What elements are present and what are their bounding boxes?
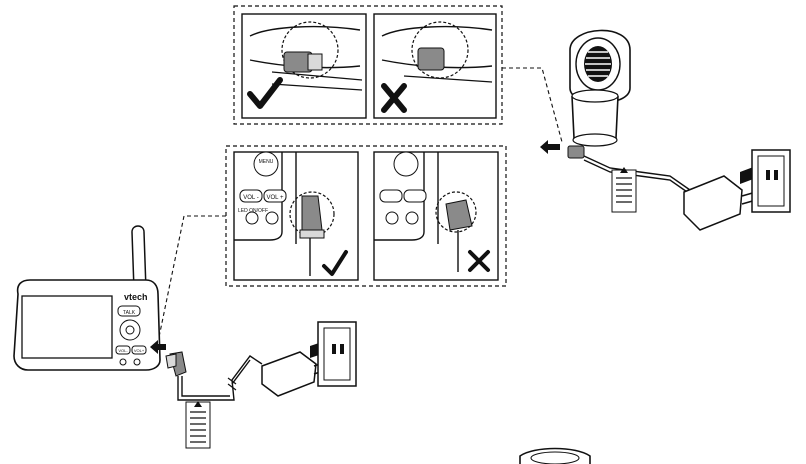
parent-correct-panel: MENU VOL - VOL + LED ON/OFF [233, 151, 359, 281]
talk-button-label: TALK [123, 310, 136, 316]
camera-incorrect-panel [373, 13, 497, 119]
parent-vol-down-label: VOL- [118, 348, 128, 353]
check-icon [322, 250, 348, 276]
camera-wall-outlet [751, 149, 791, 213]
parent-wall-outlet [317, 321, 357, 387]
parent-cable-tag [185, 401, 211, 449]
vol-down-label: VOL - [243, 195, 258, 201]
menu-button-label: MENU [259, 159, 274, 165]
parent-vol-up-label: VOL+ [134, 348, 145, 353]
arrow-left-icon [150, 340, 166, 354]
parent-unit: vtech TALK VOL- VOL+ [13, 225, 187, 377]
check-icon [247, 77, 283, 109]
parent-connector-callout: MENU VOL - VOL + LED ON/OFF [225, 145, 507, 287]
parent-cable [177, 355, 263, 401]
camera-connector-callout [233, 5, 503, 125]
partial-camera [519, 447, 591, 464]
camera-correct-panel [241, 13, 367, 119]
baby-camera [540, 29, 691, 213]
arrow-left-icon [540, 140, 560, 154]
vol-up-label: VOL + [267, 195, 284, 201]
x-icon [468, 250, 490, 272]
parent-incorrect-panel [373, 151, 499, 281]
vtech-logo: vtech [124, 292, 148, 302]
x-icon [381, 83, 407, 113]
led-label: LED ON/OFF [238, 208, 268, 214]
